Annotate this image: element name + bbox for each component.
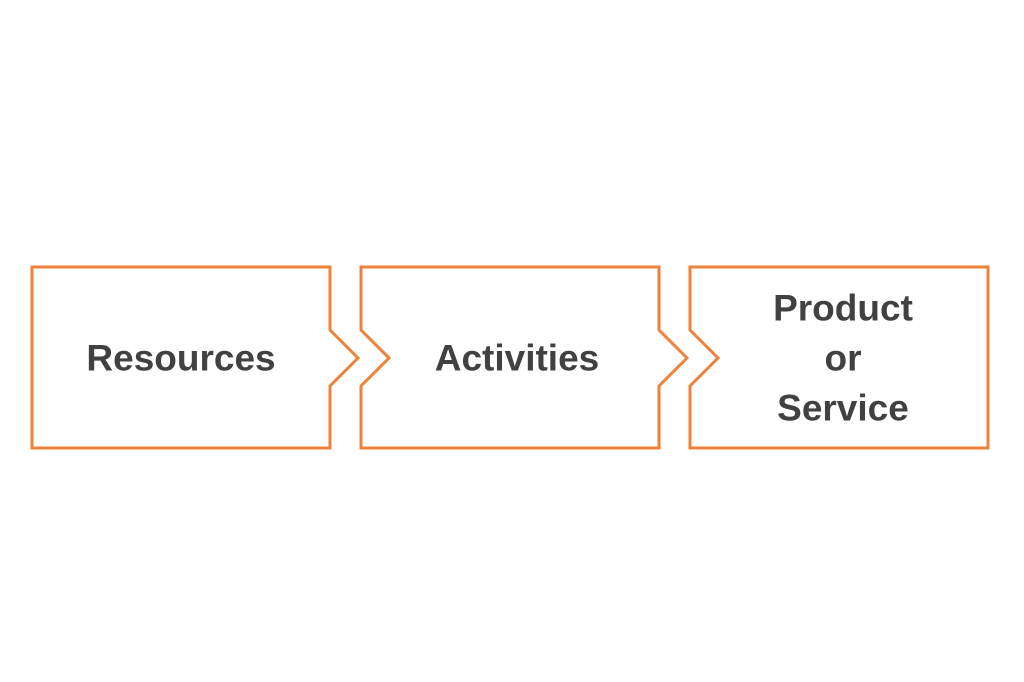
step-resources-shape (30, 265, 361, 450)
step-activities-label: Activities (435, 338, 600, 379)
step-activities-shape (359, 265, 690, 450)
step-activities: Activities (359, 265, 690, 450)
step-resources: Resources (30, 265, 361, 450)
step-product-or-service: Product or Service (688, 265, 990, 450)
step-product-label-line-1: Product (773, 288, 913, 329)
step-product-shape (688, 265, 990, 450)
step-product-label-line-2: or (825, 338, 862, 379)
step-resources-label: Resources (86, 338, 275, 379)
step-product-label-line-3: Service (777, 388, 909, 429)
